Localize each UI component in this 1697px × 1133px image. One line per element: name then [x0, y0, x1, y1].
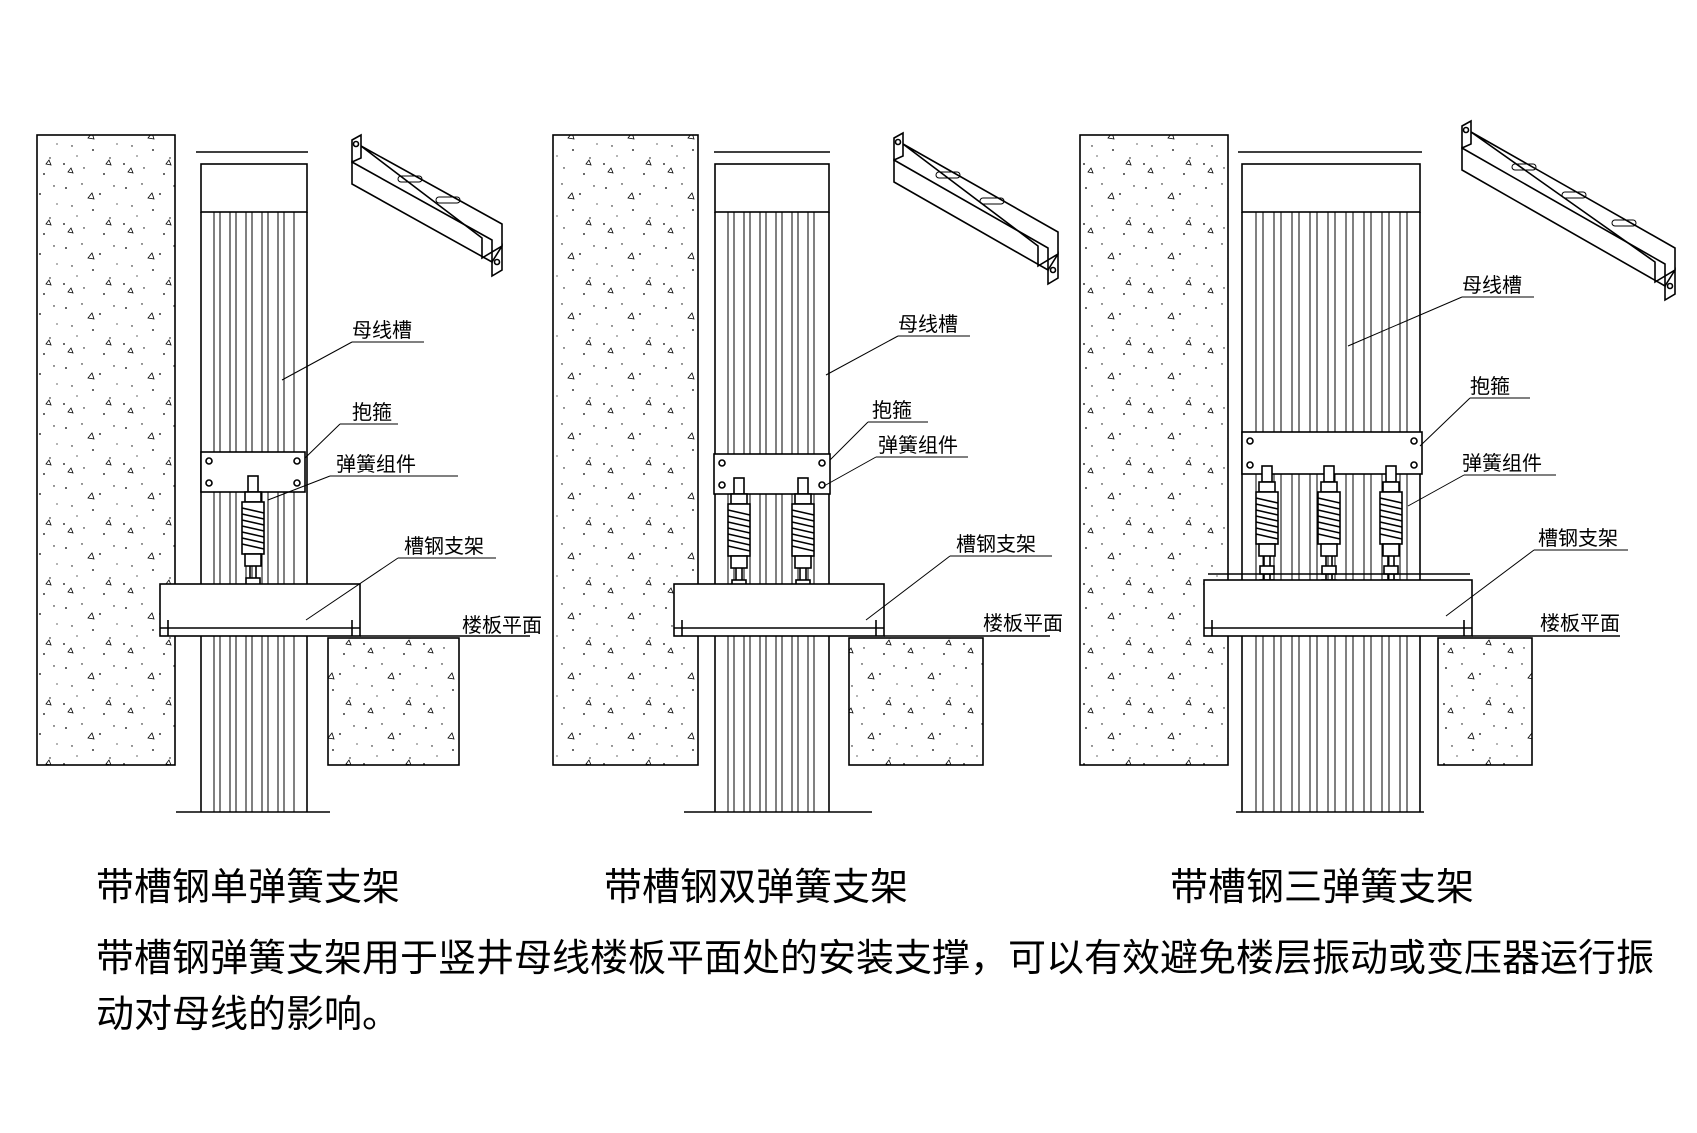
label-clamp: 抱箍: [352, 400, 392, 424]
label-clamp: 抱箍: [1470, 374, 1510, 398]
busway-leader: [281, 341, 353, 381]
label-floor: 楼板平面: [983, 611, 1063, 635]
clamp: [713, 453, 831, 495]
label-busway: 母线槽: [1462, 273, 1522, 297]
floor-slab: [848, 637, 984, 766]
floor-slab: [327, 637, 460, 766]
concrete-wall: [36, 134, 176, 766]
bracket-iso: [351, 133, 503, 278]
busway: [684, 151, 872, 813]
concrete-wall: [1079, 134, 1229, 766]
channel-steel: [159, 583, 530, 637]
busway: [176, 151, 330, 813]
label-spring: 弹簧组件: [1462, 451, 1542, 475]
description-text: 带槽钢弹簧支架用于竖井母线楼板平面处的安装支撑，可以有效避免楼层振动或变压器运行…: [96, 936, 1655, 1036]
label-floor: 楼板平面: [1540, 611, 1620, 635]
bracket-iso: [893, 131, 1059, 286]
label-clamp: 抱箍: [872, 398, 912, 422]
caption-double: 带槽钢双弹簧支架: [604, 865, 908, 909]
panel-single-spring: 母线槽 抱箍 弹簧组件 槽钢支架 楼板平面 带槽钢单弹簧支架: [36, 133, 542, 909]
label-floor: 楼板平面: [462, 613, 542, 637]
spring-assembly: [1379, 465, 1403, 594]
panel-triple-spring: 母线槽 抱箍 弹簧组件 槽钢支架 楼板平面 带槽钢三弹簧支架: [1079, 119, 1676, 909]
caption-triple: 带槽钢三弹簧支架: [1170, 865, 1474, 909]
label-spring: 弹簧组件: [336, 452, 416, 476]
spring-assembly: [241, 475, 265, 612]
label-spring: 弹簧组件: [878, 433, 958, 457]
label-busway: 母线槽: [352, 318, 412, 342]
bracket-iso: [1461, 119, 1676, 302]
label-channel: 槽钢支架: [404, 534, 484, 558]
panel-double-spring: 母线槽 抱箍 弹簧组件 槽钢支架 楼板平面 带槽钢双弹簧支架: [552, 131, 1063, 909]
label-channel: 槽钢支架: [1538, 526, 1618, 550]
channel-steel: [673, 583, 1050, 637]
caption-single: 带槽钢单弹簧支架: [96, 865, 400, 909]
label-busway: 母线槽: [898, 312, 958, 336]
floor-slab: [1437, 637, 1533, 766]
label-channel: 槽钢支架: [956, 532, 1036, 556]
concrete-wall: [552, 134, 699, 766]
channel-steel: [1203, 573, 1620, 637]
